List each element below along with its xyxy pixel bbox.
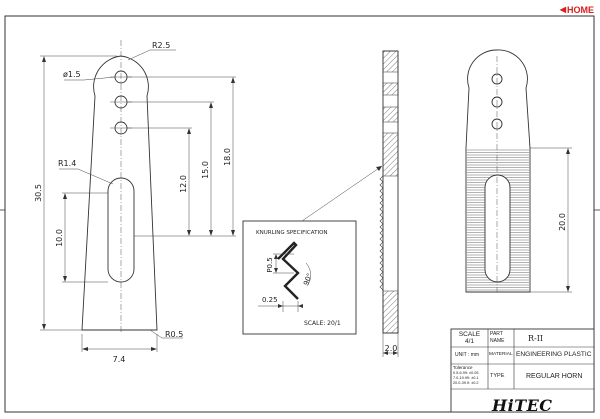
horn-outline — [81, 55, 158, 331]
side-knurl-edge — [379, 175, 384, 291]
knurling-title: KNURLING SPECIFICATION — [256, 230, 328, 236]
arrow — [566, 286, 570, 292]
hitec-logo: HiTEC — [492, 396, 592, 415]
front-view: R2.5 ø1.5 R1.4 R0.5 30.5 10.0 12.0 15.0 … — [34, 40, 236, 364]
knurling-box — [242, 220, 357, 335]
angle-arc — [305, 262, 311, 287]
dim-r05-label: R0.5 — [165, 330, 183, 339]
leader-r25 — [127, 49, 151, 61]
tb-tolerance-line: 7.0-19.99: ±0.1 — [453, 375, 479, 380]
side-hatch-5 — [382, 290, 399, 334]
detail-leader — [301, 165, 383, 222]
sheet-border — [4, 15, 595, 413]
dim-thickness-label: 2.0 — [385, 344, 398, 353]
arrow — [187, 230, 191, 236]
home-link[interactable]: ◀ HOME — [560, 3, 594, 16]
arrow — [151, 347, 157, 351]
side-hatch-3 — [382, 106, 399, 123]
knurl-scale-label: SCALE: 20/1 — [304, 320, 341, 327]
dim-knurl-length-label: 20.0 — [558, 213, 567, 231]
tb-unit: UNIT : mm — [455, 352, 480, 358]
tb-material-label: MATERIAL — [489, 352, 513, 357]
tb-type-value: REGULAR HORN — [526, 373, 583, 380]
dim-r25-label: R2.5 — [152, 41, 170, 50]
tb-tolerance-line: Tolerance — [453, 365, 473, 370]
arrow — [566, 148, 570, 154]
tb-material-value: ENGINEERING PLASTIC — [516, 351, 592, 358]
knurled-view: 20.0 — [465, 49, 572, 293]
dim-d15-label: ø1.5 — [63, 70, 81, 79]
knurl-pitch-label: P0.5 — [266, 257, 274, 272]
side-hatch-2 — [382, 82, 399, 96]
side-hatch-4 — [382, 132, 399, 177]
dim-width-label: 7.4 — [113, 355, 126, 364]
arrow — [376, 166, 382, 171]
arrow — [274, 268, 278, 273]
tb-type-label: TYPE — [490, 373, 505, 379]
dim-r14-label: R1.4 — [58, 159, 76, 168]
tb-part-label-1: PART — [490, 331, 503, 337]
title-block-grid — [450, 328, 595, 413]
side-view: 2.0 — [379, 50, 399, 357]
arrow — [42, 324, 46, 330]
tb-tolerance-line: 0.5-6.99: ±0.05 — [453, 370, 479, 375]
arrow — [383, 351, 388, 355]
arrow — [209, 102, 213, 108]
arrow — [209, 230, 213, 236]
arrow — [274, 254, 278, 259]
side-hatch-1 — [382, 50, 399, 73]
leader-r05 — [149, 329, 183, 339]
tb-part-value: R-II — [528, 334, 544, 343]
knurled-outline — [465, 49, 531, 293]
tb-scale-value: 4/1 — [464, 338, 475, 345]
dim-h15-label: 15.0 — [201, 161, 210, 179]
dim-slot-label: 10.0 — [55, 229, 64, 247]
tb-tolerance-line: 20.0-39.9: ±0.2 — [453, 380, 479, 385]
left-triangle-icon: ◀ — [559, 5, 566, 14]
knurl-profile — [277, 241, 300, 300]
dim-h18-label: 18.0 — [223, 148, 232, 166]
arrow — [63, 276, 67, 282]
title-block-frame — [450, 328, 595, 413]
tb-part-label-2: NAME — [490, 338, 505, 344]
knurling-detail: KNURLING SPECIFICATION P0.5 90° 0.25 SCA… — [242, 220, 357, 335]
arrow — [82, 347, 88, 351]
arrow — [231, 77, 235, 83]
dim-total-height-label: 30.5 — [34, 184, 43, 202]
tb-tolerance: Tolerance 0.5-6.99: ±0.05 7.0-19.99: ±0.… — [453, 365, 487, 387]
arrow — [393, 351, 398, 355]
knurled-slot — [484, 174, 511, 283]
knurl-depth-label: 0.25 — [262, 296, 278, 304]
leader-r14 — [59, 168, 114, 185]
arrow — [231, 230, 235, 236]
arrow — [63, 193, 67, 199]
hitec-logo-text: HiTEC — [492, 396, 553, 415]
knurl-angle-label: 90° — [302, 272, 314, 286]
dim-h12-label: 12.0 — [179, 175, 188, 193]
arrow — [298, 304, 303, 308]
arrow — [187, 128, 191, 134]
tb-scale-label: SCALE — [458, 331, 481, 338]
arrow — [42, 56, 46, 62]
arrow — [278, 304, 283, 308]
leader-d15 — [64, 76, 116, 81]
home-label: HOME — [567, 4, 594, 15]
